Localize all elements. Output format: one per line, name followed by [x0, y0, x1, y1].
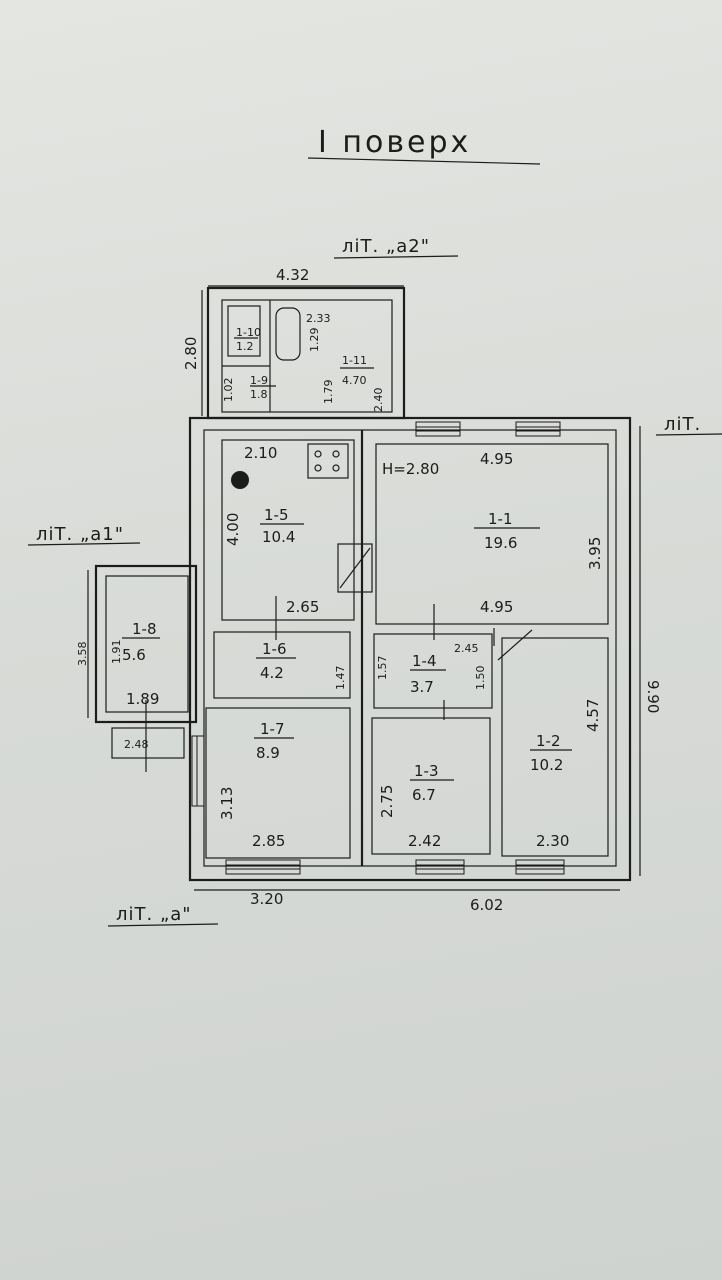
- window-bottom-3: [515, 859, 565, 875]
- dim-358: 3.58: [76, 642, 89, 667]
- dim-285: 2.85: [252, 832, 285, 850]
- room-1-11-id: 1-11: [342, 354, 367, 367]
- stove-burner: [332, 450, 340, 458]
- window-left: [191, 735, 205, 807]
- dim-242: 2.42: [408, 832, 441, 850]
- bathtub: [275, 307, 301, 361]
- room-1-9-id: 1-9: [250, 374, 268, 387]
- lit-a2-underline: [333, 255, 459, 259]
- chimney: [337, 543, 373, 593]
- dim-annex-height: 2.80: [182, 337, 200, 370]
- dim-275: 2.75: [378, 785, 396, 818]
- dim-189: 1.89: [126, 690, 159, 708]
- dim-129: 1.29: [308, 328, 321, 353]
- window-top-2: [515, 421, 561, 437]
- room-1-1-area: 19.6: [484, 534, 517, 552]
- room-1-7-area: 8.9: [256, 744, 280, 762]
- dim-395: 3.95: [586, 537, 604, 570]
- dim-457: 4.57: [584, 699, 602, 732]
- lit-right-underline: [655, 433, 722, 436]
- room-1-7-outline: [205, 707, 351, 859]
- main-house-outer: [188, 416, 632, 882]
- dim-245: 2.45: [454, 642, 479, 655]
- main-house-inner: [203, 429, 617, 867]
- wc-box: [227, 305, 261, 357]
- stove: [307, 443, 349, 479]
- dim-240: 2.40: [372, 388, 385, 413]
- stove-burner: [314, 464, 322, 472]
- dim-990: 9.90: [644, 680, 662, 713]
- room-1-6-outline: [213, 631, 351, 699]
- porch-step: [111, 727, 185, 759]
- window-top-1: [415, 421, 461, 437]
- lit-label-right: ліТ.: [664, 414, 701, 435]
- room-1-1-id: 1-1: [488, 510, 513, 528]
- dim-179: 1.79: [322, 380, 335, 405]
- dim-191: 1.91: [110, 640, 123, 665]
- dim-320: 3.20: [250, 890, 283, 908]
- room-1-1-outline: [375, 443, 609, 625]
- dim-602: 6.02: [470, 896, 503, 914]
- window-bottom-2: [415, 859, 465, 875]
- dim-height: Н=2.80: [382, 460, 439, 478]
- dim-top-annex: 4.32: [276, 266, 309, 284]
- title-underline: [307, 157, 541, 165]
- dim-102: 1.02: [222, 378, 235, 403]
- dim-210: 2.10: [244, 444, 277, 462]
- room-1-5-outline: [221, 439, 355, 621]
- room-1-2-outline: [501, 637, 609, 857]
- dim-157: 1.57: [376, 656, 389, 681]
- dim-150: 1.50: [474, 666, 487, 691]
- room-1-11-area: 4.70: [342, 374, 367, 387]
- room-1-6-area: 4.2: [260, 664, 284, 682]
- annex-a1-inner: [105, 575, 189, 713]
- lit-a1-underline: [27, 542, 141, 546]
- room-1-10-id: 1-10: [236, 326, 261, 339]
- boiler-icon: [231, 471, 249, 489]
- room-1-8-area: 5.6: [122, 646, 146, 664]
- lit-label-a2: ліТ. „а2": [342, 236, 430, 257]
- room-1-3-id: 1-3: [414, 762, 439, 780]
- plan-title: I поверх: [318, 125, 471, 160]
- room-1-2-area: 10.2: [530, 756, 563, 774]
- dim-248: 2.48: [124, 738, 149, 751]
- room-1-3-outline: [371, 717, 491, 855]
- room-1-5-id: 1-5: [264, 506, 289, 524]
- room-1-4-area: 3.7: [410, 678, 434, 696]
- dim-495-top: 4.95: [480, 450, 513, 468]
- dim-233: 2.33: [306, 312, 331, 325]
- dimension-ticks: [87, 285, 641, 891]
- room-1-3-area: 6.7: [412, 786, 436, 804]
- room-1-2-id: 1-2: [536, 732, 561, 750]
- dim-313: 3.13: [218, 787, 236, 820]
- room-1-7-id: 1-7: [260, 720, 285, 738]
- dim-495-bottom: 4.95: [480, 598, 513, 616]
- stove-burner: [332, 464, 340, 472]
- room-1-8-id: 1-8: [132, 620, 157, 638]
- lit-label-a1: ліТ. „а1": [36, 524, 124, 545]
- lit-label-a: ліТ. „а": [116, 904, 192, 925]
- annex-a2-inner: [221, 299, 393, 413]
- dim-400: 4.00: [224, 513, 242, 546]
- room-1-5-area: 10.4: [262, 528, 295, 546]
- room-1-10-area: 1.2: [236, 340, 254, 353]
- dim-265: 2.65: [286, 598, 319, 616]
- chimney-cross: [339, 547, 371, 589]
- room-1-6-id: 1-6: [262, 640, 287, 658]
- window-bottom-1: [225, 859, 301, 875]
- lit-a-underline: [107, 923, 219, 927]
- dim-147: 1.47: [334, 666, 347, 691]
- room-1-4-outline: [373, 633, 493, 709]
- stove-burner: [314, 450, 322, 458]
- dim-230: 2.30: [536, 832, 569, 850]
- door-diagonal: [497, 629, 533, 661]
- room-1-9-area: 1.8: [250, 388, 268, 401]
- room-1-4-id: 1-4: [412, 652, 437, 670]
